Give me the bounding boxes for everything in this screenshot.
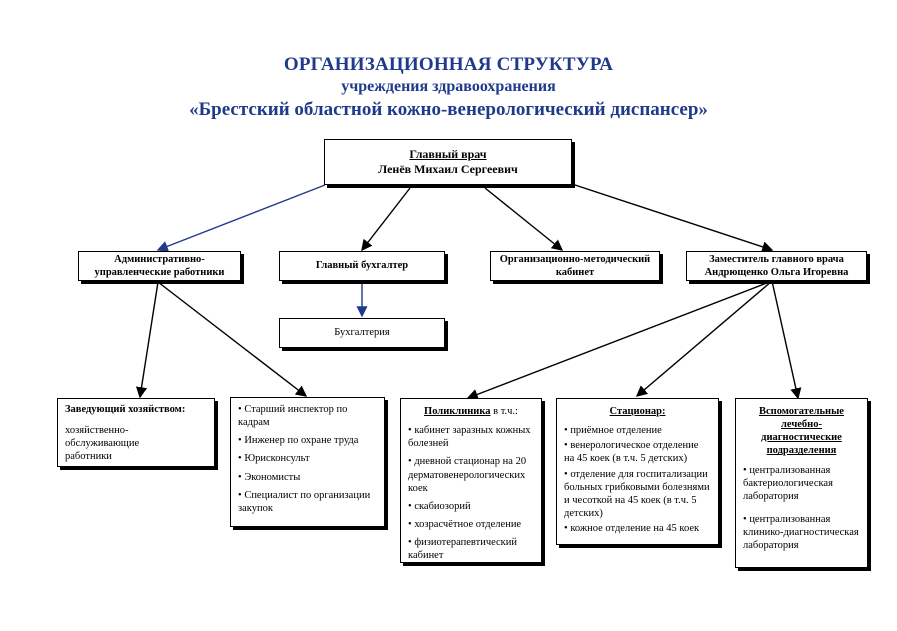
arrow-chief-admin bbox=[156, 184, 326, 252]
list-item: скабиозорий bbox=[408, 500, 534, 513]
aux-head: Вспомогательные лечебно-диагностические … bbox=[759, 406, 844, 457]
list-item: кабинет заразных кожных болезней bbox=[408, 424, 534, 450]
institution-name: «Брестский областной кожно-венерологичес… bbox=[189, 99, 708, 120]
deputy-role: Заместитель главного врача bbox=[709, 253, 844, 265]
list-item: отделение для госпитализации больных гри… bbox=[564, 468, 711, 521]
list-item: Юрисконсульт bbox=[238, 452, 377, 465]
method-box: Организационно-методический кабинет bbox=[490, 251, 660, 281]
list-item: Специалист по организации закупок bbox=[238, 489, 377, 515]
polyclinic-list: кабинет заразных кожных болезней дневной… bbox=[408, 424, 534, 562]
list-item: дневной стационар на 20 дерматовенеролог… bbox=[408, 455, 534, 494]
list-item: венерологическое отделение на 45 коек (в… bbox=[564, 439, 711, 465]
arrow-deputy-polyclinic bbox=[466, 280, 773, 400]
aux-box: Вспомогательные лечебно-диагностические … bbox=[735, 398, 868, 568]
chief-box: Главный врач Ленёв Михаил Сергеевич bbox=[324, 139, 572, 185]
list-item: Инженер по охране труда bbox=[238, 434, 377, 447]
accountant-box: Главный бухгалтер bbox=[279, 251, 445, 281]
aux-list: централизованная бактериологическая лабо… bbox=[743, 464, 860, 553]
chief-name: Ленёв Михаил Сергеевич bbox=[378, 162, 518, 176]
arrow-chief-accountant bbox=[361, 187, 411, 252]
accounting-dept-label: Бухгалтерия bbox=[334, 327, 390, 339]
household-text: хозяйственно-обслуживающие работники bbox=[65, 425, 140, 463]
chart-title: ОРГАНИЗАЦИОННАЯ СТРУКТУРА bbox=[283, 54, 614, 75]
arrow-admin-household bbox=[135, 281, 159, 399]
household-head: Заведующий хозяйством: bbox=[65, 404, 186, 415]
list-item: централизованная клинико-диагностическая… bbox=[743, 513, 860, 552]
list-item: кожное отделение на 45 коек bbox=[564, 522, 711, 535]
list-item: приёмное отделение bbox=[564, 424, 711, 437]
household-box: Заведующий хозяйством: хозяйственно-обсл… bbox=[57, 398, 215, 467]
arrow-deputy-hospital bbox=[635, 280, 773, 397]
list-item: Экономисты bbox=[238, 471, 377, 484]
staff-box: Старший инспектор по кадрам Инженер по о… bbox=[230, 397, 385, 527]
hospital-list: приёмное отделение венерологическое отде… bbox=[564, 424, 711, 535]
admin-label: Административно-управленческие работники bbox=[94, 253, 225, 278]
list-item: хозрасчётное отделение bbox=[408, 518, 534, 531]
arrow-chief-deputy bbox=[571, 183, 774, 253]
list-item: Старший инспектор по кадрам bbox=[238, 403, 377, 429]
admin-box: Административно-управленческие работники bbox=[78, 251, 241, 281]
polyclinic-head: Поликлиника в т.ч.: bbox=[424, 406, 518, 417]
method-label: Организационно-методический кабинет bbox=[499, 253, 651, 278]
arrow-deputy-aux bbox=[771, 280, 802, 400]
hospital-box: Стационар: приёмное отделение венерологи… bbox=[556, 398, 719, 545]
accounting-dept-box: Бухгалтерия bbox=[279, 318, 445, 348]
list-item: физиотерапевтический кабинет bbox=[408, 536, 534, 562]
deputy-name: Андрющенко Ольга Игоревна bbox=[704, 267, 849, 278]
chart-subtitle: учреждения здравоохранения bbox=[341, 78, 556, 95]
accountant-label: Главный бухгалтер bbox=[315, 260, 409, 272]
chief-role: Главный врач bbox=[409, 147, 487, 161]
list-item: централизованная бактериологическая лабо… bbox=[743, 464, 860, 503]
polyclinic-box: Поликлиника в т.ч.: кабинет заразных кож… bbox=[400, 398, 542, 563]
hospital-head: Стационар: bbox=[609, 406, 666, 417]
arrow-admin-staff bbox=[157, 281, 308, 397]
deputy-box: Заместитель главного врача Андрющенко Ол… bbox=[686, 251, 867, 281]
staff-list: Старший инспектор по кадрам Инженер по о… bbox=[238, 403, 377, 515]
arrow-chief-method bbox=[484, 187, 564, 251]
